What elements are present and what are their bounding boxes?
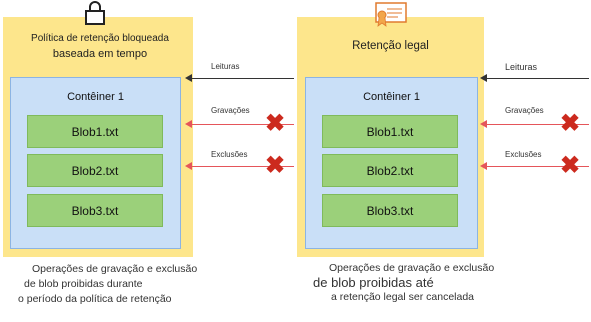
writes-arrow-head — [480, 120, 487, 128]
blob-label: Blob3.txt — [71, 203, 119, 218]
reads-arrow-head — [480, 74, 487, 82]
writes-arrow-head — [185, 120, 192, 128]
container-title: Contêiner 1 — [363, 91, 420, 103]
x-icon: ✖ — [265, 152, 286, 179]
certificate-icon — [374, 2, 408, 28]
reads-arrow-line — [190, 78, 294, 79]
blob-label: Blob1.txt — [366, 124, 414, 139]
writes-label: Gravações — [505, 106, 544, 115]
deletes-label: Exclusões — [505, 150, 542, 159]
blob-label: Blob2.txt — [366, 163, 414, 178]
caption-line3: a retenção legal ser cancelada — [331, 291, 475, 303]
writes-arrow-line — [190, 124, 294, 125]
deletes-arrow-head — [480, 162, 487, 170]
deletes-arrow-line — [485, 166, 589, 167]
container-title: Contêiner 1 — [67, 91, 124, 103]
blob-label: Blob1.txt — [71, 124, 119, 139]
blob-item: Blob1.txt — [322, 115, 458, 148]
caption-line1: Operações de gravação e exclusão — [32, 263, 198, 275]
reads-arrow-head — [185, 74, 192, 82]
deletes-arrow-head — [185, 162, 192, 170]
blob-item: Blob2.txt — [27, 154, 163, 187]
lock-icon — [84, 0, 106, 26]
blob-item: Blob3.txt — [27, 194, 163, 227]
blob-label: Blob2.txt — [71, 163, 119, 178]
policy-title: Política de retenção bloqueada baseada e… — [10, 33, 190, 60]
caption-line1: Operações de gravação e exclusão — [329, 262, 495, 274]
policy-title: Retenção legal — [352, 40, 429, 52]
blob-label: Blob3.txt — [366, 203, 414, 218]
deletes-label: Exclusões — [211, 150, 248, 159]
reads-label: Leituras — [211, 62, 240, 71]
caption: Operações de gravação e exclusão de blob… — [18, 263, 278, 305]
x-icon: ✖ — [265, 110, 286, 137]
policy-title-line2: baseada em tempo — [52, 48, 148, 60]
x-icon: ✖ — [560, 110, 581, 137]
caption-line2: de blob proibidas até — [313, 275, 434, 290]
caption-line2: de blob proibidas durante — [24, 278, 143, 290]
writes-label: Gravações — [211, 106, 250, 115]
reads-label: Leituras — [505, 62, 538, 72]
caption-line3: o período da política de retenção — [18, 293, 172, 305]
blob-item: Blob3.txt — [322, 194, 458, 227]
blob-item: Blob2.txt — [322, 154, 458, 187]
policy-title-line1: Política de retenção bloqueada — [31, 33, 169, 44]
deletes-arrow-line — [190, 166, 294, 167]
caption: Operações de gravação e exclusão de blob… — [313, 262, 583, 303]
reads-arrow-line — [485, 78, 589, 79]
writes-arrow-line — [485, 124, 589, 125]
blob-item: Blob1.txt — [27, 115, 163, 148]
x-icon: ✖ — [560, 152, 581, 179]
